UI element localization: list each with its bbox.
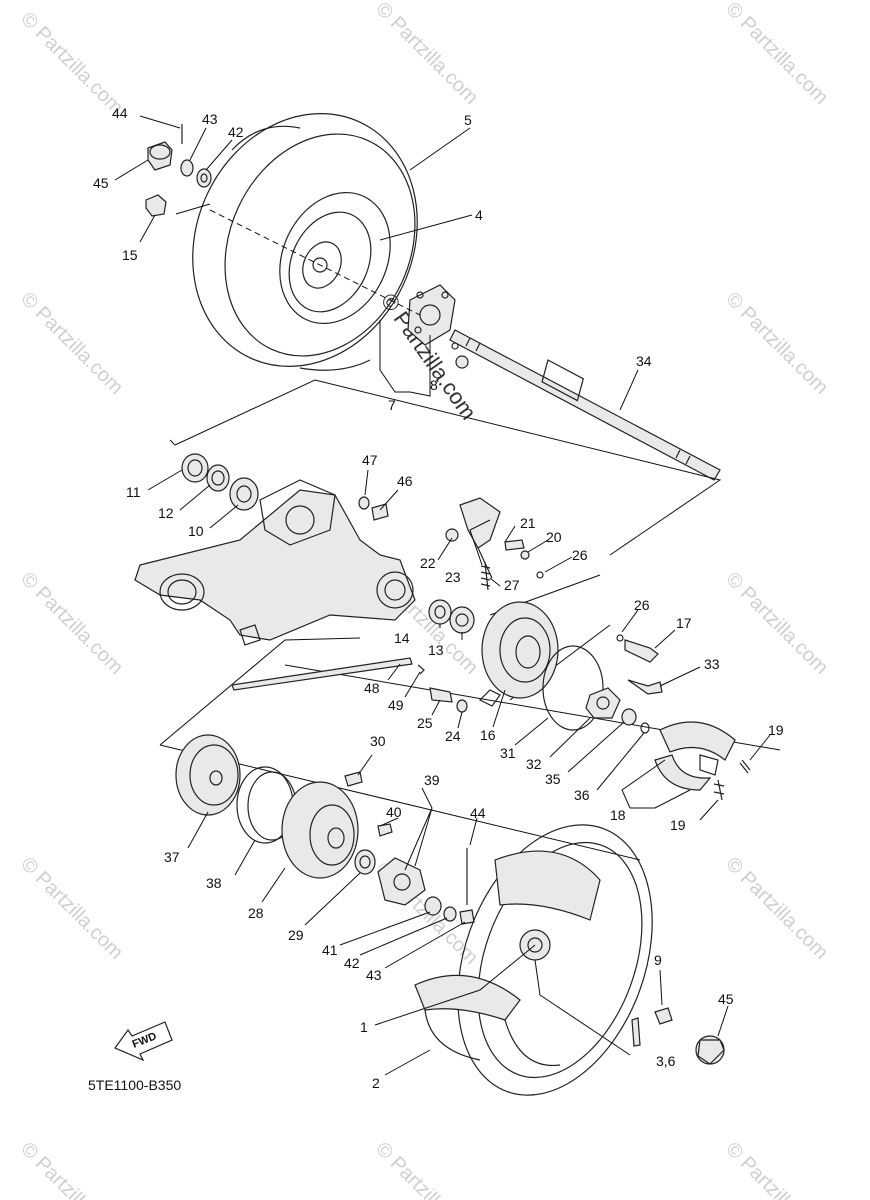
hub-components: [175, 734, 475, 925]
callout-42b: 42: [344, 955, 360, 971]
front-wheel-assembly: [145, 113, 469, 371]
callout-31: 31: [500, 745, 516, 761]
callout-5: 5: [464, 112, 472, 128]
watermark: © Partzilla.com: [721, 1138, 832, 1200]
callout-28: 28: [248, 905, 264, 921]
callout-14: 14: [394, 630, 410, 646]
callout-4: 4: [475, 207, 483, 223]
callout-26b: 26: [634, 597, 650, 613]
callout-30: 30: [370, 733, 386, 749]
callout-21: 21: [520, 515, 536, 531]
callout-22: 22: [420, 555, 436, 571]
callout-13: 13: [428, 642, 444, 658]
callout-41: 41: [322, 942, 338, 958]
callout-24: 24: [445, 728, 461, 744]
callout-18: 18: [610, 807, 626, 823]
callout-15: 15: [122, 247, 138, 263]
callout-48: 48: [364, 680, 380, 696]
callout-11: 11: [126, 484, 141, 500]
watermark: © Partzilla.com: [721, 568, 832, 679]
watermark: © Partzilla.com: [721, 0, 832, 109]
watermark: © Partzilla.com: [16, 8, 127, 119]
watermark: © Partzilla.com: [721, 288, 832, 399]
callout-44: 44: [112, 105, 128, 121]
callout-9: 9: [654, 952, 662, 968]
rear-wheel-assembly: [414, 824, 725, 1096]
callout-23: 23: [445, 569, 461, 585]
callout-35: 35: [545, 771, 561, 787]
callout-49: 49: [388, 697, 404, 713]
callout-26: 26: [572, 547, 588, 563]
callout-19b: 19: [670, 817, 686, 833]
callout-47: 47: [362, 452, 378, 468]
diagram-code: 5TE1100-B350: [88, 1077, 181, 1093]
callout-17: 17: [676, 615, 692, 631]
fwd-arrow: FWD: [114, 1021, 173, 1062]
callout-27: 27: [504, 577, 520, 593]
callout-42: 42: [228, 124, 244, 140]
watermark: © Partzilla.com: [16, 853, 127, 964]
leader-lines: [114, 115, 771, 1076]
swing-arm: [134, 453, 475, 646]
callout-36: 36: [574, 787, 590, 803]
callout-37: 37: [164, 849, 180, 865]
brake-panel: [231, 601, 663, 734]
callout-43: 43: [202, 111, 218, 127]
callout-12: 12: [158, 505, 174, 521]
watermarks: © Partzilla.com © Partzilla.com © Partzi…: [16, 0, 832, 1200]
callout-29: 29: [288, 927, 304, 943]
callout-40: 40: [386, 804, 402, 820]
callout-45: 45: [93, 175, 109, 191]
brake-shoes: [654, 721, 751, 801]
callout-2: 2: [372, 1075, 380, 1091]
watermark: © Partzilla.com: [371, 0, 482, 109]
watermark: © Partzilla.com: [16, 1138, 127, 1200]
callout-8: 8: [430, 377, 438, 393]
callout-1: 1: [360, 1019, 368, 1035]
callout-10: 10: [188, 523, 204, 539]
watermark: © Partzilla.com: [721, 853, 832, 964]
callout-labels: 44 43 42 5 45 15 4 8 7 34 47 46 11 12 10…: [93, 105, 784, 1091]
callout-39: 39: [424, 772, 440, 788]
callout-7: 7: [388, 397, 396, 413]
callout-20: 20: [546, 529, 562, 545]
callout-34: 34: [636, 353, 652, 369]
callout-43b: 43: [366, 967, 382, 983]
callout-38: 38: [206, 875, 222, 891]
watermark: © Partzilla.com: [371, 1138, 482, 1200]
watermark: © Partzilla.com: [16, 568, 127, 679]
brake-lever: [445, 497, 544, 591]
callout-25: 25: [417, 715, 433, 731]
callout-19: 19: [768, 722, 784, 738]
callout-46: 46: [397, 473, 413, 489]
callout-45b: 45: [718, 991, 734, 1007]
callout-33: 33: [704, 656, 720, 672]
callout-3-6: 3,6: [656, 1053, 676, 1069]
callout-16: 16: [480, 727, 496, 743]
callout-44b: 44: [470, 805, 486, 821]
rear-axle: [449, 329, 721, 481]
watermark: © Partzilla.com: [16, 288, 127, 399]
callout-32: 32: [526, 756, 542, 772]
